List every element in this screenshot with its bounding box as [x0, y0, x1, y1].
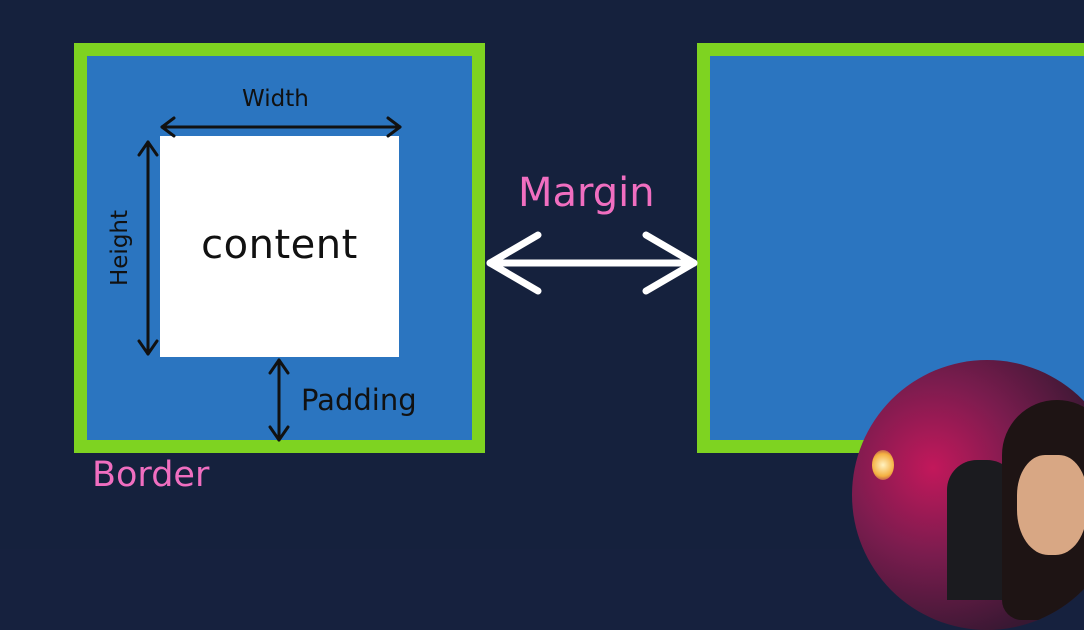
- margin-label: Margin: [518, 170, 655, 216]
- content-label: content: [201, 221, 358, 268]
- height-arrow-icon: [137, 140, 159, 356]
- lamp-light: [872, 450, 894, 480]
- arrows-layer: [137, 116, 698, 442]
- content-area: content: [160, 136, 399, 357]
- padding-label: Padding: [301, 383, 417, 417]
- margin-arrow-icon: [486, 231, 698, 295]
- width-arrow-icon: [160, 116, 402, 138]
- diagram-canvas: content Width Height Padding Border Marg…: [74, 43, 1084, 630]
- width-label: Width: [242, 86, 309, 112]
- padding-arrow-icon: [268, 358, 290, 442]
- border-label: Border: [92, 455, 210, 495]
- presenter-face: [1017, 455, 1084, 555]
